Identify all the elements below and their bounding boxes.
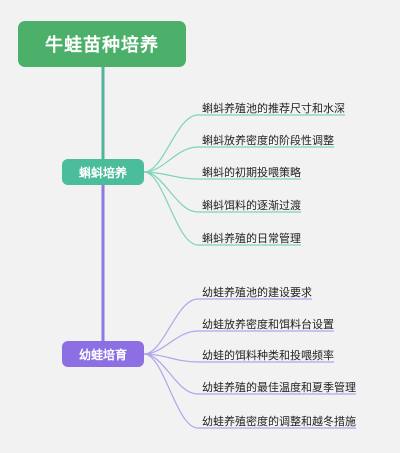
leaf-node[interactable]: 幼蛙养殖的最佳温度和夏季管理 [202, 381, 356, 394]
leaf-connector [143, 353, 334, 363]
leaf-connector [143, 353, 356, 429]
leaf-connector [143, 171, 301, 246]
leaf-node[interactable]: 蝌蚪的初期投喂策略 [202, 166, 301, 179]
branch-node-froglet[interactable]: 幼蛙培育 [62, 341, 144, 367]
root-node[interactable]: 牛蛙苗种培养 [18, 21, 186, 67]
leaf-node[interactable]: 幼蛙养殖密度的调整和越冬措施 [202, 415, 356, 428]
leaf-connector [143, 171, 301, 180]
leaf-node[interactable]: 蝌蚪养殖的日常管理 [202, 232, 301, 245]
leaf-connector [143, 298, 312, 355]
leaf-connector [143, 146, 334, 173]
leaf-connector [143, 171, 301, 213]
leaf-node[interactable]: 蝌蚪饵料的逐渐过渡 [202, 199, 301, 212]
leaf-node[interactable]: 幼蛙的饵料种类和投喂频率 [202, 349, 334, 362]
leaf-node[interactable]: 蝌蚪养殖池的推荐尺寸和水深 [202, 102, 345, 115]
leaf-node[interactable]: 幼蛙放养密度和饵料台设置 [202, 318, 334, 331]
leaf-connector [143, 330, 334, 355]
leaf-connector [143, 353, 356, 395]
leaf-node[interactable]: 幼蛙养殖池的建设要求 [202, 286, 312, 299]
leaf-node[interactable]: 蝌蚪放养密度的阶段性调整 [202, 134, 334, 147]
leaf-connector [143, 114, 345, 173]
branch-node-tadpole[interactable]: 蝌蚪培养 [62, 159, 144, 185]
